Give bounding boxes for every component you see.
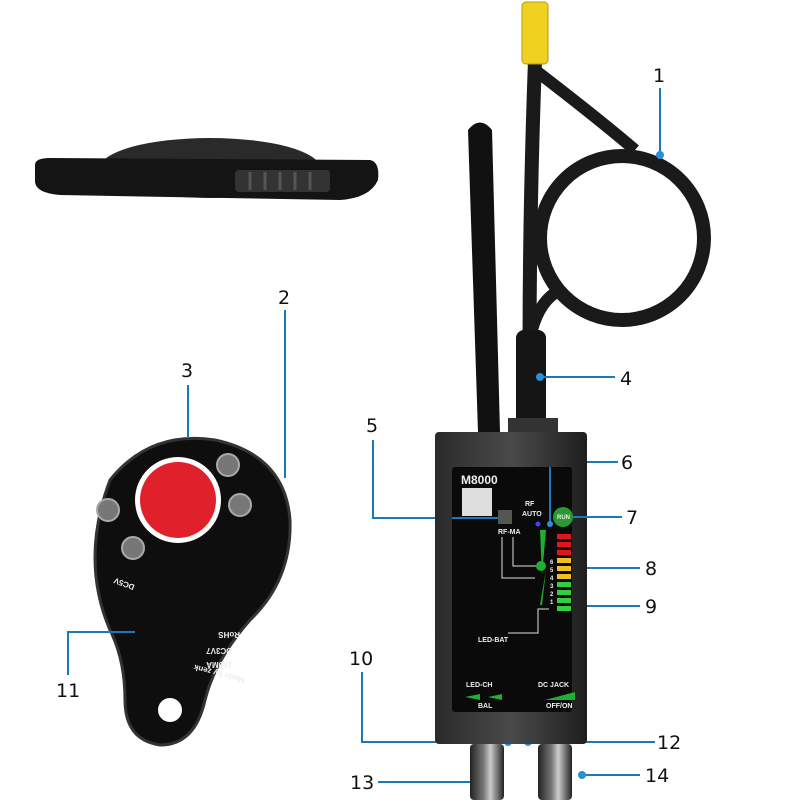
- rubber-antenna: [468, 122, 500, 432]
- rf-ma-label: RF-MA: [498, 529, 521, 536]
- model-label: M8000: [461, 473, 498, 487]
- lens-label: 150MA: [206, 660, 232, 669]
- scale-label: 1: [550, 600, 554, 606]
- callout-14: 14: [645, 765, 669, 787]
- scale-label: 3: [550, 584, 554, 590]
- power-knob[interactable]: [538, 744, 572, 800]
- run-indicator: [553, 507, 573, 527]
- callout-8: 8: [645, 558, 657, 580]
- rf-label: RF: [525, 501, 535, 508]
- scale-label: 2: [550, 592, 554, 598]
- dc-jack-label: DC JACK: [538, 682, 569, 689]
- auto-label: AUTO: [522, 511, 542, 518]
- scale-label: 4: [550, 576, 554, 582]
- callout-2: 2: [278, 287, 290, 309]
- led-bat-label: LED-BAT: [478, 637, 509, 644]
- callout-1: 1: [653, 65, 665, 87]
- signal-led-bar: [557, 534, 571, 611]
- callout-labels: 1 2 3 4 5 6 7 8 9 10 11 12 13 14: [56, 65, 681, 794]
- callout-7: 7: [626, 507, 638, 529]
- sensitivity-knob-indicator: [536, 561, 546, 571]
- lens-label: RoHS: [218, 630, 240, 639]
- callout-4: 4: [620, 368, 632, 390]
- red-lens-filter-icon: [140, 462, 216, 538]
- scale-label: 6: [550, 560, 554, 566]
- off-on-label: OFF/ON: [546, 703, 572, 710]
- led-ch-label: LED-CH: [466, 682, 492, 689]
- left-knob[interactable]: [470, 744, 504, 800]
- m8000-detector: M8000 RF AUTO RUN RF-MA 1 2 3 4 5: [435, 432, 587, 800]
- bal-label: BAL: [478, 703, 493, 710]
- scale-label: 5: [550, 568, 554, 574]
- callout-5: 5: [366, 415, 378, 437]
- callout-12: 12: [657, 732, 681, 754]
- callout-6: 6: [621, 452, 633, 474]
- callout-10: 10: [349, 648, 373, 670]
- lens-finder-side-view: [35, 138, 379, 200]
- callout-9: 9: [645, 596, 657, 618]
- callout-13: 13: [350, 772, 374, 794]
- brand-logo-icon: [462, 488, 492, 516]
- lens-label: DC3V7: [206, 646, 232, 655]
- callout-11: 11: [56, 680, 80, 702]
- gooseneck-antenna: [508, 1, 711, 436]
- run-label: RUN: [557, 515, 570, 521]
- auto-indicator-icon: [535, 521, 541, 527]
- rf-ma-switch[interactable]: [498, 510, 512, 524]
- lens-finder-front: DC5V RoHS DC3V7 150MA Made by zenk: [93, 436, 292, 747]
- callout-3: 3: [181, 360, 193, 382]
